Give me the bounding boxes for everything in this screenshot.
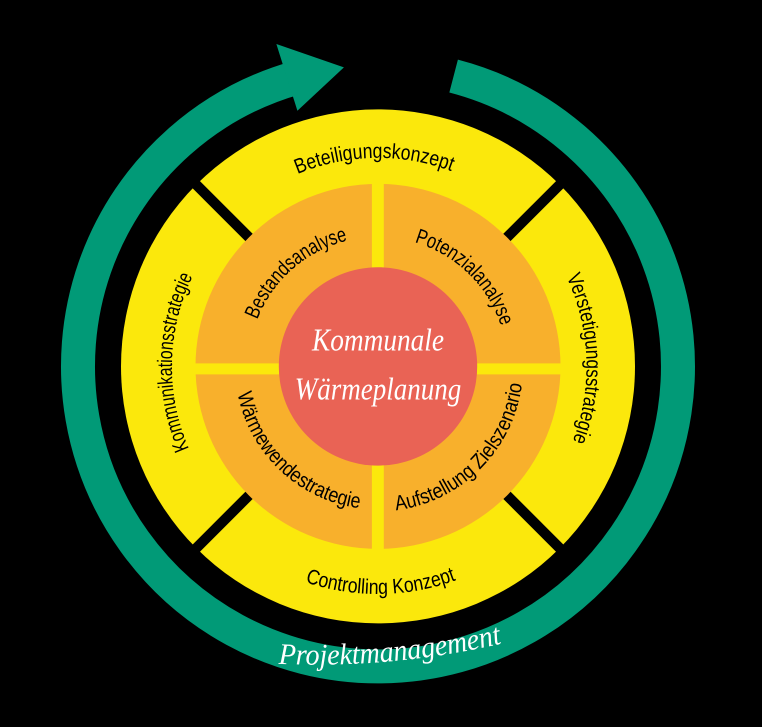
svg-text:Kommunale: Kommunale (311, 323, 444, 358)
svg-text:Wärmeplanung: Wärmeplanung (295, 372, 462, 407)
